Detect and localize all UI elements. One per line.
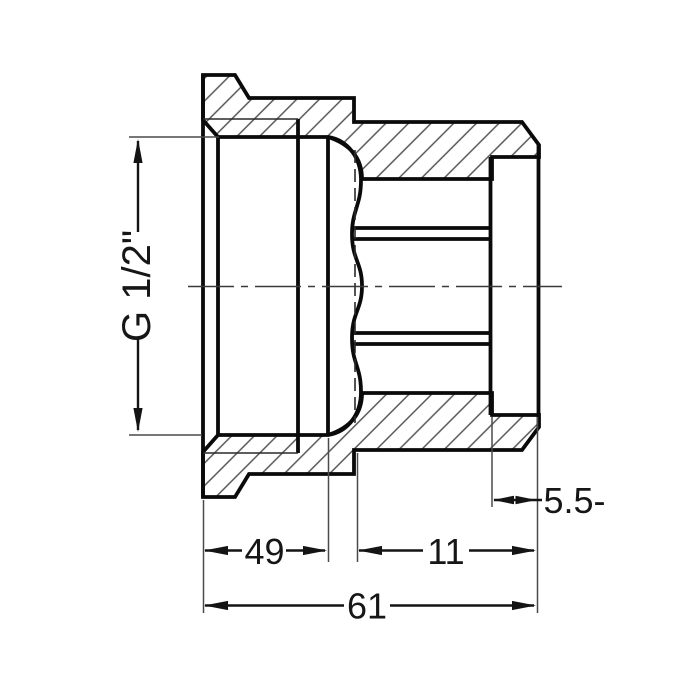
arrow-49-left (204, 545, 228, 556)
dim-55-label: 5.5- (544, 480, 606, 521)
dimension-labels: G 1/2" 49 11 61 5.5- (115, 230, 606, 627)
arrow-61-right (512, 600, 536, 611)
dimension-arrowheads (133, 139, 537, 611)
arrow-11-right (512, 545, 536, 556)
arrow-49-right (303, 545, 327, 556)
extension-lines (129, 136, 539, 613)
arrow-55-right (515, 495, 537, 505)
arrow-thread-down (133, 408, 143, 432)
arrow-11-left (358, 545, 382, 556)
thread-major-lines (203, 118, 298, 454)
arrow-thread-up (133, 139, 143, 163)
thread-size-label: G 1/2" (115, 230, 159, 342)
dim-49-label: 49 (244, 531, 284, 572)
dim-11-label: 11 (427, 531, 464, 572)
dim-61-label: 61 (347, 586, 387, 627)
arrow-61-left (204, 600, 228, 611)
arrow-55-left (493, 495, 514, 505)
